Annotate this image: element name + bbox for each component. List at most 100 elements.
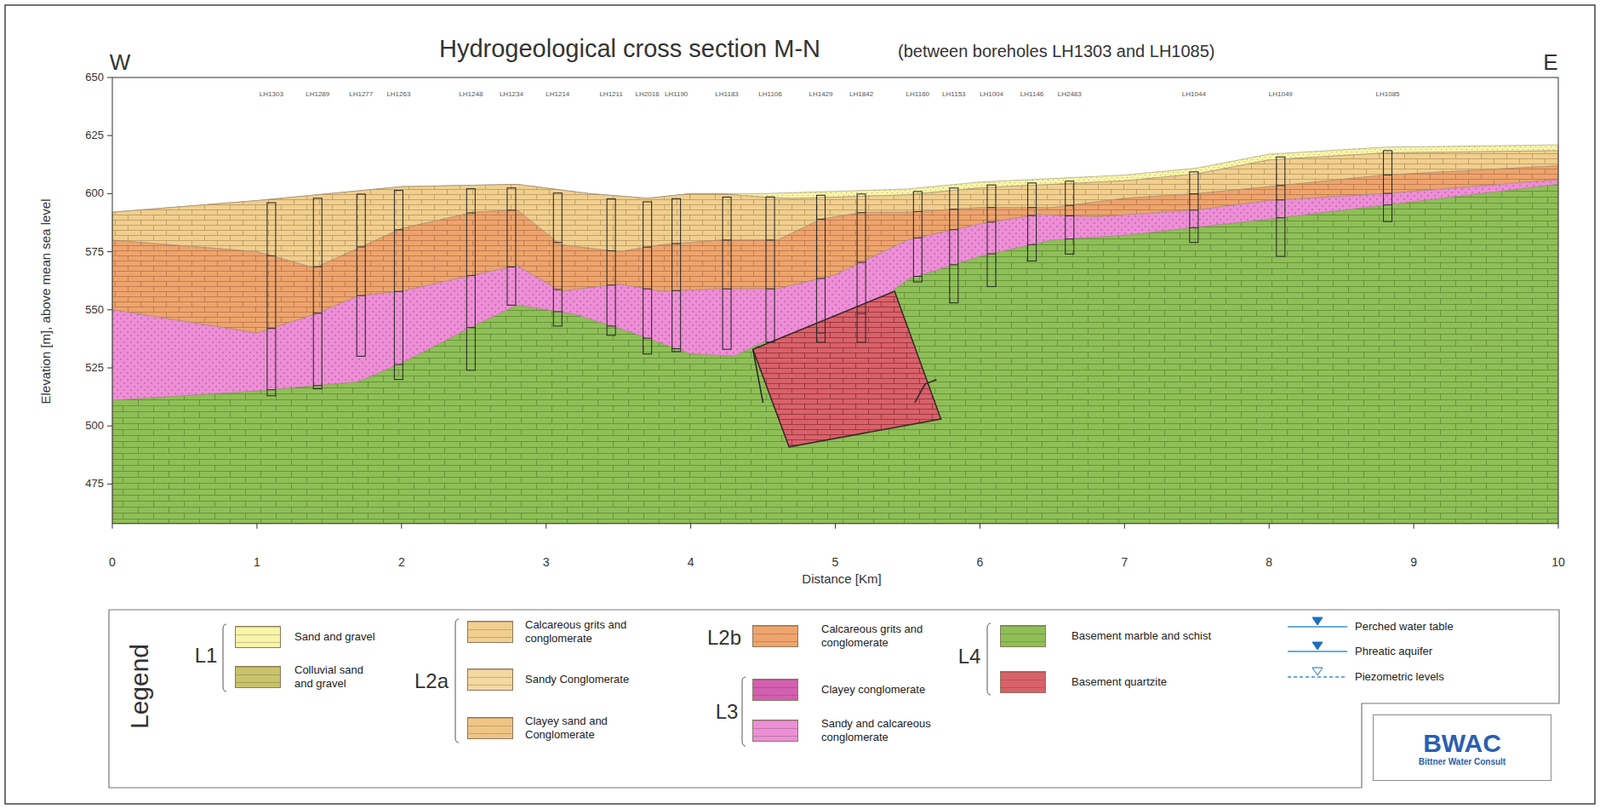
borehole-contact xyxy=(643,288,652,290)
borehole-contact xyxy=(949,228,959,230)
legend-bracket xyxy=(455,618,459,743)
borehole-contact xyxy=(1189,193,1199,195)
basement-layer xyxy=(112,183,1559,523)
x-tick-label: 2 xyxy=(398,554,406,569)
legend-text: Clayey conglomerate xyxy=(821,682,966,697)
y-tick xyxy=(107,483,113,485)
borehole-column xyxy=(267,202,276,396)
borehole-contact xyxy=(394,228,403,230)
legend-text: Phreatic aquifer xyxy=(1354,644,1526,658)
borehole-contact xyxy=(857,313,866,315)
y-tick-label: 500 xyxy=(85,419,104,433)
x-tick xyxy=(979,523,981,529)
legend-text: Perched water table xyxy=(1354,619,1526,634)
borehole-contact xyxy=(356,245,366,247)
company-name: Bittner Water Consult xyxy=(1418,756,1506,766)
x-tick xyxy=(1124,523,1126,529)
borehole-contact xyxy=(466,274,475,276)
y-tick xyxy=(107,135,113,137)
borehole-contact xyxy=(672,348,681,349)
borehole-contact xyxy=(672,243,681,245)
legend-bracket xyxy=(742,676,746,746)
borehole-contact xyxy=(913,275,922,277)
borehole-contact xyxy=(553,288,562,290)
borehole-label: LH1049 xyxy=(1268,90,1293,98)
borehole-label: LH1429 xyxy=(808,90,833,98)
plot-frame xyxy=(112,77,1559,524)
y-tick xyxy=(107,425,113,427)
borehole-contact xyxy=(643,337,652,339)
borehole-contact xyxy=(949,263,959,265)
borehole-contact xyxy=(267,327,276,329)
legend-text: Sandy Conglomerate xyxy=(525,672,670,686)
borehole-column xyxy=(817,194,826,343)
borehole-contact xyxy=(1065,205,1075,206)
legend-swatch xyxy=(467,668,514,691)
logo-box: BWACBittner Water Consult xyxy=(1372,714,1552,781)
unit-label: L3 xyxy=(715,699,739,724)
legend-text: Basement quartzite xyxy=(1071,674,1276,689)
y-tick xyxy=(107,367,113,369)
legend-text: Sandy and calcareous conglomerate xyxy=(821,716,949,745)
borehole-label: LH1277 xyxy=(348,90,373,98)
x-tick xyxy=(545,523,547,529)
water-level-line xyxy=(1287,675,1348,677)
borehole-contact xyxy=(672,290,681,292)
x-tick-label: 4 xyxy=(687,554,695,569)
legend-text: Piezometric levels xyxy=(1354,669,1526,684)
water-level-symbol xyxy=(1312,667,1323,675)
legend-text: Clayey sand and Conglomerate xyxy=(525,714,670,743)
borehole-label: LH1160 xyxy=(906,90,930,98)
page-frame xyxy=(5,5,1595,804)
borehole-contact xyxy=(1276,217,1286,218)
borehole-contact xyxy=(466,211,475,213)
legend-swatch xyxy=(1000,624,1046,647)
legend-swatch xyxy=(234,665,281,688)
borehole-label: LH1153 xyxy=(942,90,966,98)
x-tick-label: 0 xyxy=(108,554,116,569)
legend-swatch xyxy=(752,719,799,742)
borehole-contact xyxy=(817,332,826,334)
x-tick-label: 5 xyxy=(832,554,840,569)
borehole-column xyxy=(466,188,475,371)
borehole-column xyxy=(672,198,681,352)
borehole-contact xyxy=(987,253,996,255)
borehole-label: LH1211 xyxy=(599,90,623,98)
legend-heading: Legend xyxy=(125,643,155,729)
x-tick xyxy=(400,523,402,529)
borehole-label: LH1085 xyxy=(1376,90,1400,98)
borehole-contact xyxy=(857,211,866,213)
x-tick-label: 10 xyxy=(1551,554,1566,569)
borehole-contact xyxy=(1028,244,1037,246)
legend-swatch xyxy=(1000,670,1046,693)
borehole-label: LH2016 xyxy=(635,90,660,98)
y-tick xyxy=(107,193,113,195)
borehole-contact xyxy=(313,266,322,268)
x-tick xyxy=(112,523,114,529)
geology-layers xyxy=(112,144,1559,524)
legend-text: Sand and gravel xyxy=(294,629,414,644)
borehole-contact xyxy=(987,206,996,208)
borehole-label: LH1248 xyxy=(458,90,483,98)
x-tick-label: 6 xyxy=(976,554,983,569)
borehole-contact xyxy=(722,288,732,290)
x-tick-label: 8 xyxy=(1265,554,1273,569)
unit-label: L1 xyxy=(194,643,218,668)
legend-text: Basement marble and schist xyxy=(1071,628,1276,643)
borehole-contact xyxy=(913,211,922,212)
water-level-line xyxy=(1287,650,1348,652)
borehole-contact xyxy=(1028,215,1037,217)
x-tick xyxy=(1413,523,1415,529)
legend-swatch xyxy=(234,625,281,648)
legend-swatch xyxy=(467,716,514,739)
borehole-contact xyxy=(507,209,516,211)
borehole-column xyxy=(857,194,866,343)
borehole-column xyxy=(643,201,652,355)
logo-text: BWAC xyxy=(1422,728,1502,757)
y-tick-label: 600 xyxy=(85,187,104,200)
borehole-contact xyxy=(949,208,959,210)
borehole-contact xyxy=(1189,227,1199,229)
borehole-contact xyxy=(1276,199,1286,200)
water-level-symbol xyxy=(1312,641,1323,650)
